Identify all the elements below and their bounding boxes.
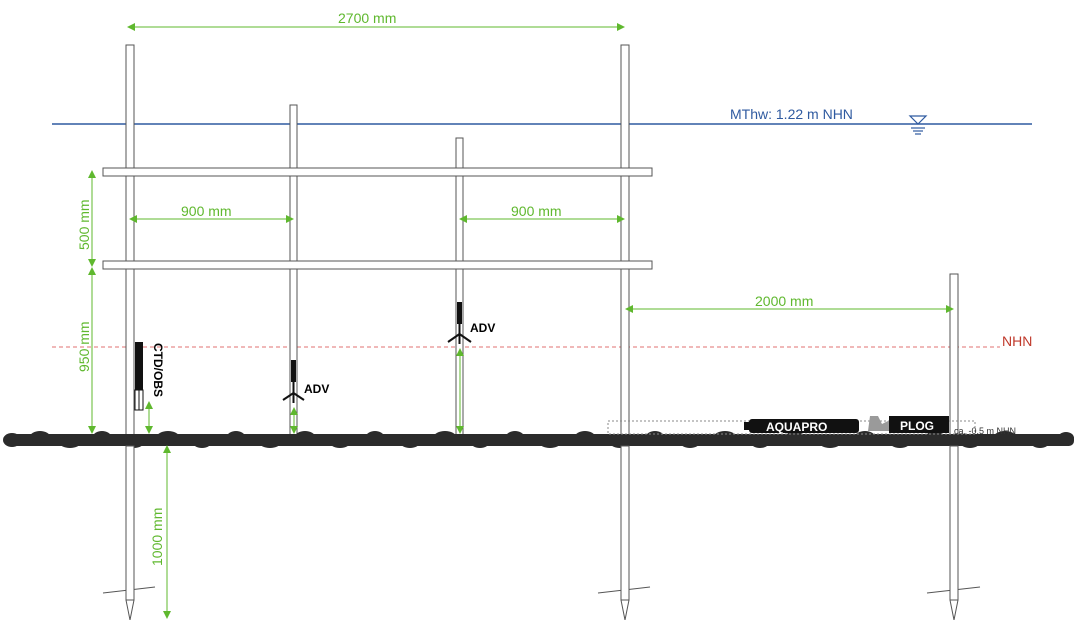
bed-level-label: ca. -0.5 m NHN — [954, 426, 1016, 436]
dim-label-900-left: 900 mm — [181, 203, 232, 219]
adv-instrument-1: ADV — [282, 360, 329, 403]
dim-label-900-right: 900 mm — [511, 203, 562, 219]
dim-label-2700: 2700 mm — [338, 10, 396, 26]
upper-beam — [102, 167, 653, 177]
lower-beam — [102, 260, 653, 270]
seabed — [3, 431, 1074, 448]
adv-1-label: ADV — [304, 382, 329, 396]
dim-label-950: 950 mm — [76, 321, 92, 372]
nhn-label: NHN — [1002, 333, 1032, 349]
water-level-icon — [908, 115, 928, 135]
ctd-obs-label: CTD/OBS — [151, 343, 165, 397]
plog-instrument: PLOG — [889, 416, 949, 433]
aquapro-instrument: AQUAPRO — [744, 419, 859, 434]
ctd-obs-instrument: CTD/OBS — [134, 342, 165, 411]
anchor-weight — [868, 416, 890, 431]
dim-label-2000: 2000 mm — [755, 293, 813, 309]
dim-label-1000: 1000 mm — [149, 508, 165, 566]
adv-instrument-2: ADV — [447, 302, 495, 344]
plog-label: PLOG — [900, 419, 934, 433]
dim-label-500: 500 mm — [76, 199, 92, 250]
mthw-label: MThw: 1.22 m NHN — [730, 106, 853, 122]
adv-2-label: ADV — [470, 321, 495, 335]
aquapro-label: AQUAPRO — [766, 420, 827, 434]
bottom-frame-outline — [607, 420, 976, 435]
